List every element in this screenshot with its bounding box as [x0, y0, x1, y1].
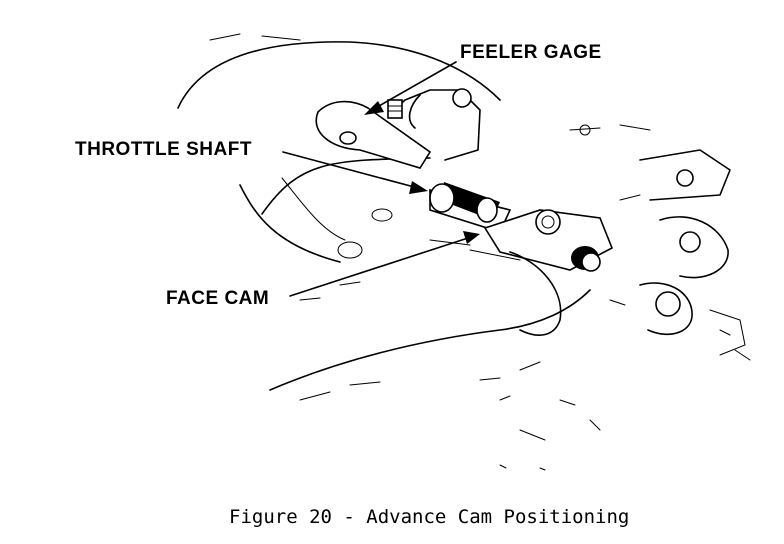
feeler-gage-pointer [364, 61, 457, 115]
face-cam-assembly [429, 209, 614, 336]
housing-outline [177, 33, 601, 441]
right-side-parts [569, 124, 751, 361]
throttle-shaft-pointer [282, 151, 428, 194]
throttle-shaft-label: THROTTLE SHAFT [75, 139, 252, 160]
detail-marks [299, 208, 546, 471]
figure-caption: Figure 20 - Advance Cam Positioning [229, 506, 630, 528]
face-cam-label: FACE CAM [166, 288, 270, 309]
feeler-gage-label: FEELER GAGE [460, 42, 602, 63]
feeler-gage-bracket [315, 88, 481, 169]
face-cam-pointer [289, 231, 480, 297]
